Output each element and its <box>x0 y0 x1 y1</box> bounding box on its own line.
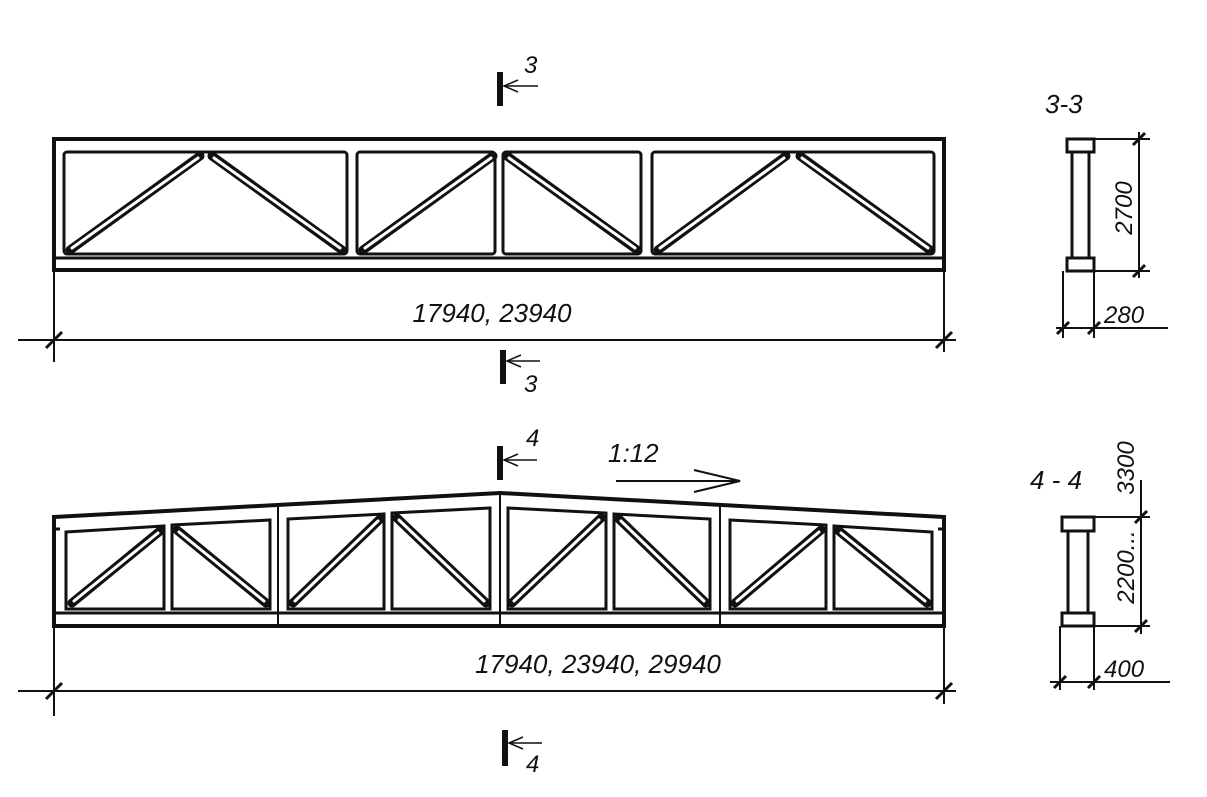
section-3-3-height: 2700 <box>1111 181 1138 236</box>
section-mark-4-top-label: 4 <box>526 425 539 452</box>
section-mark-3-bottom-label: 3 <box>524 371 538 398</box>
truss-2-panel <box>728 518 828 611</box>
truss-1-panel <box>355 150 497 256</box>
truss-2-outline <box>52 490 946 628</box>
section-3-3-title: 3-3 <box>1045 89 1083 119</box>
truss-1-panel <box>650 150 936 256</box>
section-mark-4-bottom: 4 <box>502 730 542 778</box>
section-mark-4-bottom-label: 4 <box>526 751 539 778</box>
truss-1: 17940, 23940 3 3 <box>18 52 956 398</box>
section-4-4-width: 400 <box>1104 656 1145 683</box>
truss-1-outline <box>52 137 946 272</box>
section-4-4-title: 4 - 4 <box>1030 465 1082 495</box>
truss-2-panel <box>832 524 934 611</box>
truss-2-panel <box>64 524 166 611</box>
truss-2-panel <box>506 506 608 611</box>
section-4-4: 4 - 4 3300 2200... 400 <box>1030 441 1170 690</box>
truss-2-span-label: 17940, 23940, 29940 <box>475 649 721 679</box>
section-mark-3-top-label: 3 <box>524 52 538 79</box>
section-4-4-height-top: 3300 <box>1113 441 1140 495</box>
truss-1-panel <box>501 150 643 256</box>
truss-2-panel <box>170 518 272 611</box>
section-3-3-width: 280 <box>1103 302 1145 329</box>
truss-1-span-label: 17940, 23940 <box>412 298 572 328</box>
truss-2: 17940, 23940, 29940 1:12 4 4 <box>18 425 956 778</box>
truss-1-panel <box>62 150 349 256</box>
truss-1-diagonals <box>65 151 935 255</box>
slope-indicator: 1:12 <box>608 438 741 493</box>
truss-2-panel <box>390 506 492 611</box>
slope-label: 1:12 <box>608 438 659 468</box>
section-mark-4-top: 4 <box>497 425 539 480</box>
section-mark-3-top: 3 <box>497 52 538 106</box>
truss-2-panel <box>286 512 386 611</box>
section-4-4-height: 2200... <box>1113 530 1140 604</box>
section-mark-3-bottom: 3 <box>500 350 540 398</box>
truss-2-panel <box>612 512 712 611</box>
section-3-3: 3-3 2700 280 <box>1045 89 1168 338</box>
